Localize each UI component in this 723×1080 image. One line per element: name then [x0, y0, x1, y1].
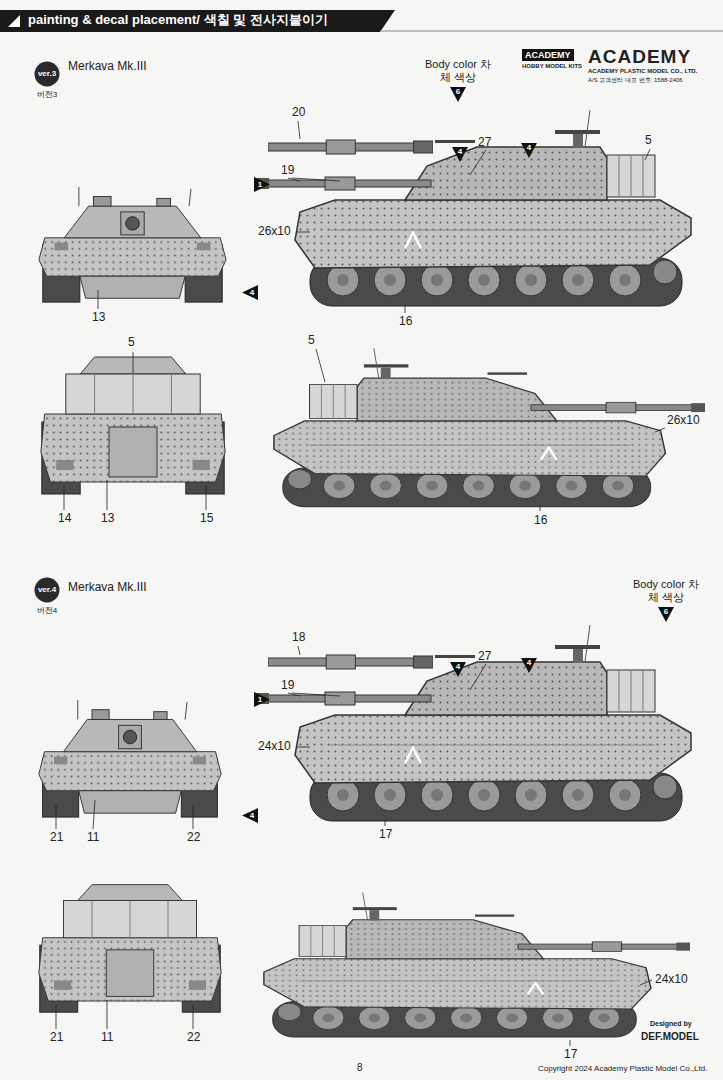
label-text: ACADEMY: [522, 49, 574, 61]
callout-number: 11: [87, 831, 99, 845]
color-marker-inner: 4: [242, 808, 258, 823]
callout-number: 22: [187, 831, 200, 845]
callout-number: 26x10: [667, 414, 700, 428]
color-number: 4: [247, 808, 257, 823]
version-badge: ver.4버전4: [34, 577, 60, 603]
callout-number: 27: [478, 650, 491, 664]
body-color-heading: Body color 차체 색상: [420, 58, 496, 84]
callout-number: 18: [292, 631, 305, 645]
callout-number: 16: [399, 315, 412, 329]
callout-number: 19: [281, 679, 294, 693]
color-marker: 4: [450, 662, 466, 677]
color-marker: 4: [521, 143, 537, 158]
color-marker-triangle: [450, 87, 466, 102]
label-text: DEF.MODEL: [641, 1031, 699, 1043]
color-number: 4: [247, 285, 257, 300]
label-text: Merkava Mk.III: [68, 581, 147, 595]
callout-number: 14: [58, 512, 71, 526]
color-number: 4: [524, 143, 534, 153]
color-marker: 4: [242, 808, 258, 823]
callout-number: 17: [564, 1048, 577, 1062]
callout-number: 20: [292, 106, 305, 120]
body-color-heading: Body color 차체 색상: [628, 578, 704, 604]
color-marker: 4: [521, 658, 537, 673]
callout-number: 24x10: [258, 740, 291, 754]
color-marker: 4: [452, 147, 468, 162]
color-number: 1: [255, 692, 265, 707]
page-title: painting & decal placement/ 색칠 및 전사지붙이기: [28, 13, 328, 28]
callout-number: 5: [308, 334, 315, 348]
label-text: Merkava Mk.III: [68, 60, 147, 74]
callout-number: 13: [101, 512, 114, 526]
callout-number: 17: [379, 828, 392, 842]
version-badge: ver.3버전3: [34, 61, 60, 87]
callout-number: 19: [281, 164, 294, 178]
callout-number: 24x10: [655, 973, 688, 987]
color-marker-triangle: [450, 662, 466, 677]
color-marker-inner: 4: [521, 658, 537, 673]
color-marker-triangle: [254, 177, 270, 192]
badge-circle-shape: [35, 62, 60, 87]
label-text: Designed by: [650, 1020, 692, 1028]
callout-number: 11: [101, 1031, 113, 1045]
version-label-korean: 버전4: [22, 605, 72, 616]
body-color-callout: Body color 차체 색상 6: [420, 58, 496, 102]
callout-number: 22: [187, 1031, 200, 1045]
label-text: ACADEMY PLASTIC MODEL CO., LTD.: [588, 68, 697, 75]
color-number: 4: [524, 658, 534, 668]
callout-number: 5: [645, 134, 652, 148]
body-color-marker: 6: [658, 607, 674, 622]
color-marker-inner: 1: [254, 177, 270, 192]
label-text: HOBBY MODEL KITS: [522, 63, 582, 70]
callout-number: 21: [50, 1031, 63, 1045]
label-text: ACADEMY: [588, 46, 691, 68]
color-number: 6: [661, 607, 671, 617]
callout-number: 27: [478, 136, 491, 150]
color-marker: 4: [242, 285, 258, 300]
callout-number: 15: [200, 512, 213, 526]
callout-number: 16: [534, 514, 547, 528]
color-marker-inner: 4: [450, 662, 466, 677]
label-text: Copyright 2024 Academy Plastic Model Co.…: [538, 1064, 707, 1073]
color-marker-triangle: [242, 808, 258, 823]
color-marker-triangle: [242, 285, 258, 300]
color-marker-triangle: [452, 147, 468, 162]
body-color-marker: 6: [450, 87, 466, 102]
callout-number: 5: [128, 336, 135, 350]
callout-number: 13: [92, 311, 105, 325]
color-marker: 1: [254, 177, 270, 192]
callout-number: 8: [357, 1062, 363, 1074]
color-marker-triangle: [521, 658, 537, 673]
color-marker-inner: 1: [254, 692, 270, 707]
color-marker-inner: 4: [452, 147, 468, 162]
color-number: 4: [453, 662, 463, 672]
color-marker-inner: 4: [521, 143, 537, 158]
color-number: 4: [455, 147, 465, 157]
color-number: 6: [453, 87, 463, 97]
version-label: ver.4: [34, 577, 60, 603]
color-marker: 1: [254, 692, 270, 707]
version-label-korean: 버전3: [22, 89, 72, 100]
version-label: ver.3: [34, 61, 60, 87]
color-marker-triangle: [254, 692, 270, 707]
body-color-callout: Body color 차체 색상 6: [628, 578, 704, 622]
color-marker-triangle: [658, 607, 674, 622]
callout-number: 26x10: [258, 225, 291, 239]
color-number: 1: [255, 177, 265, 192]
callout-number: 21: [50, 831, 63, 845]
badge-circle-shape: [35, 578, 60, 603]
color-marker-triangle: [521, 143, 537, 158]
color-marker-inner: 4: [242, 285, 258, 300]
label-text: A/S 고객센터 대표 번호: 1588-2406: [588, 77, 683, 84]
